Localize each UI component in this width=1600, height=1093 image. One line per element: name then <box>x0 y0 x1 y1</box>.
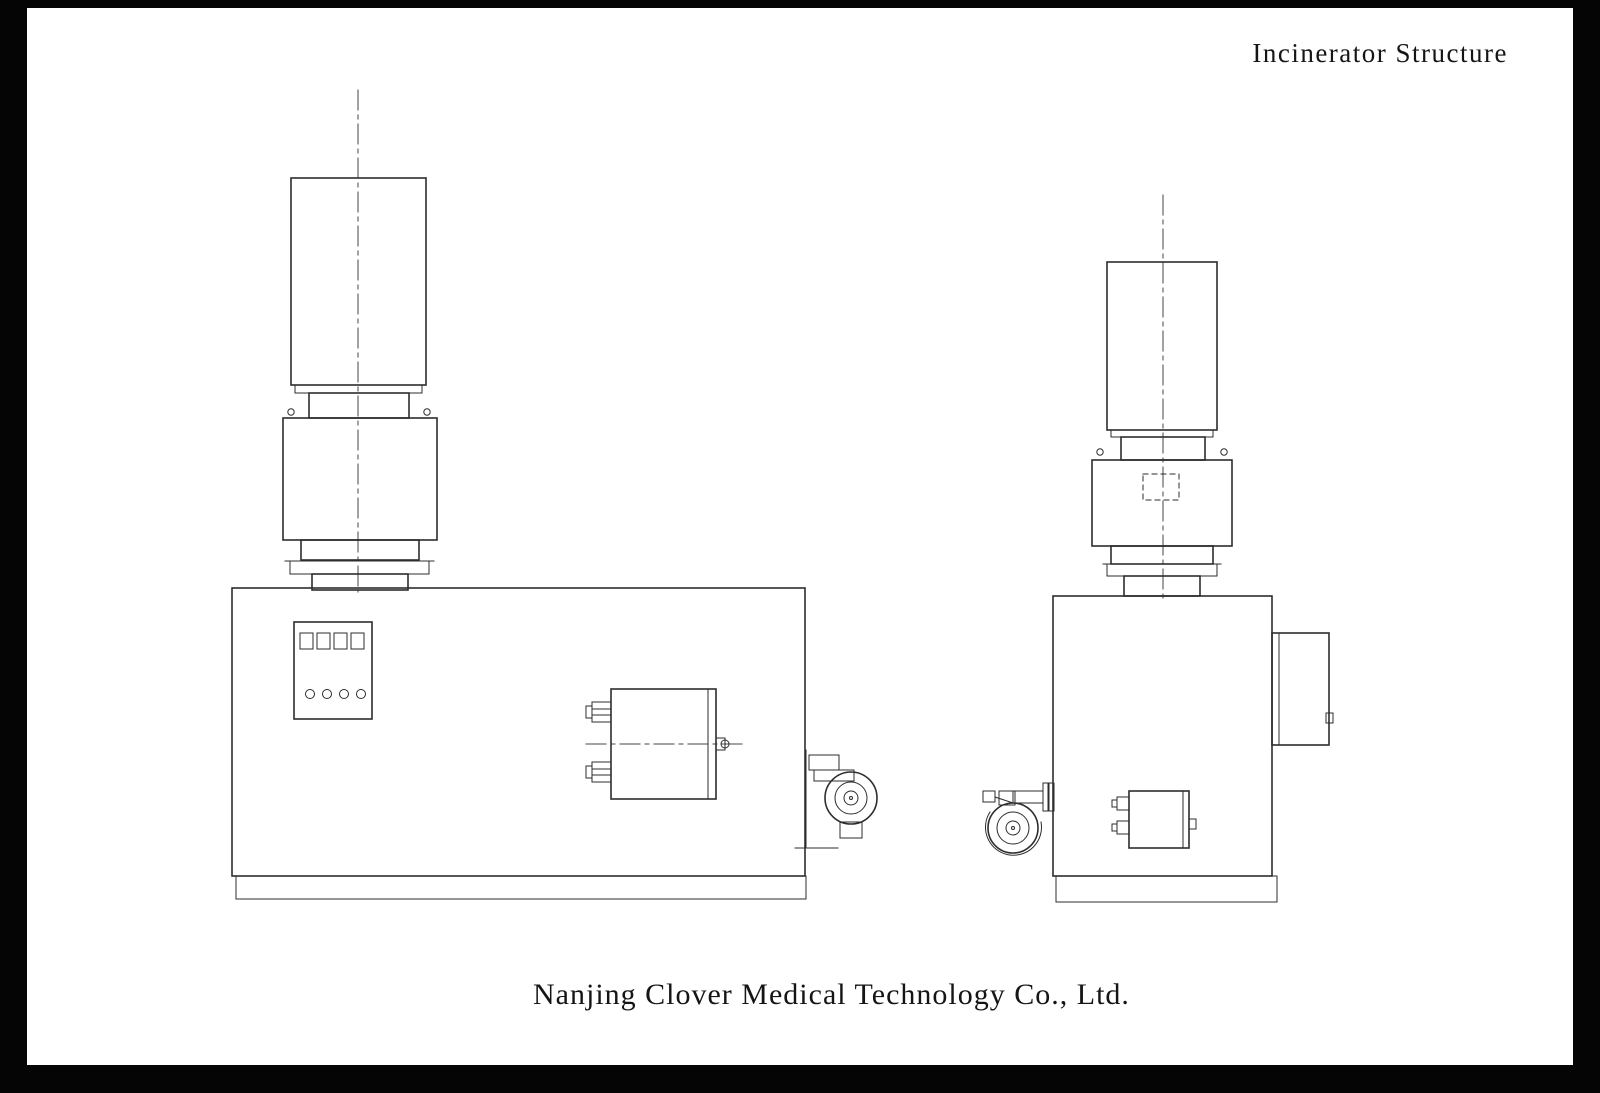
company-name: Nanjing Clover Medical Technology Co., L… <box>533 978 1130 1011</box>
drawing-sheet <box>27 8 1573 1065</box>
drawing-title: Incinerator Structure <box>1252 38 1508 68</box>
